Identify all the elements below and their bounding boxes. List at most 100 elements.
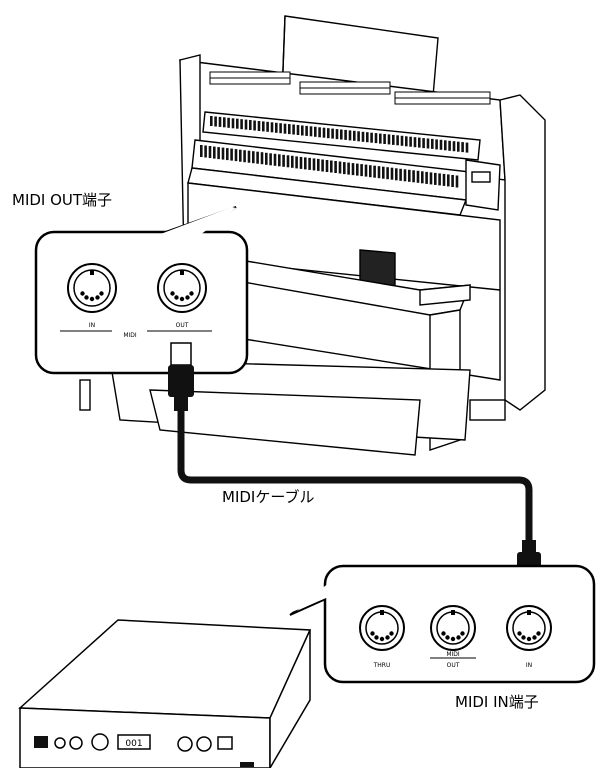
black-key <box>318 127 321 138</box>
jack-pin <box>185 295 190 300</box>
sound-module-illustration <box>18 619 312 768</box>
black-key <box>442 173 446 186</box>
black-key <box>422 138 425 149</box>
midi-out-terminal-label: MIDI OUT端子 <box>12 191 112 209</box>
black-key <box>243 150 246 163</box>
black-key <box>223 117 226 128</box>
module-port-thru-label: THRU <box>373 662 391 669</box>
black-key <box>429 172 433 185</box>
black-key <box>273 153 277 166</box>
jack-pin <box>374 635 379 640</box>
black-key <box>327 128 330 139</box>
jack-pin <box>170 291 175 296</box>
black-key <box>412 170 415 183</box>
black-key <box>217 147 220 160</box>
organ-port-in-label: IN <box>89 322 95 329</box>
jack-pin <box>89 296 95 302</box>
black-key <box>416 170 420 183</box>
module-midi-out-jack <box>430 605 476 651</box>
black-key <box>256 151 259 164</box>
black-key <box>317 158 320 171</box>
black-key <box>409 136 412 147</box>
jack-pin <box>521 635 526 640</box>
black-key <box>295 156 298 169</box>
black-key <box>347 162 350 175</box>
black-key <box>252 151 255 164</box>
midi-in-terminal-label: MIDI IN端子 <box>455 693 539 711</box>
black-key <box>314 126 317 137</box>
black-key <box>331 128 334 139</box>
black-key <box>434 172 437 185</box>
black-key <box>330 160 333 173</box>
black-key <box>321 159 324 172</box>
black-key <box>278 154 281 167</box>
jack-notch <box>527 610 531 615</box>
black-key <box>265 152 268 165</box>
black-key <box>262 121 265 132</box>
jack-notch <box>451 610 455 615</box>
black-key <box>465 142 469 153</box>
black-key <box>275 122 278 133</box>
organ-midi-in-jack <box>67 263 117 313</box>
black-key <box>291 155 294 168</box>
black-key <box>408 169 411 182</box>
jack-pin <box>385 635 390 640</box>
black-key <box>451 175 454 187</box>
black-key <box>396 135 399 146</box>
black-key <box>340 129 343 140</box>
black-key <box>383 134 386 144</box>
black-key <box>308 157 311 170</box>
black-key <box>348 130 352 141</box>
jack-pin <box>379 636 385 642</box>
black-key <box>457 141 460 152</box>
jack-pin <box>532 635 537 640</box>
black-key <box>382 166 385 179</box>
black-key <box>373 165 376 178</box>
module-port-out-label: OUT <box>447 662 460 669</box>
black-key <box>369 165 372 178</box>
module-midi-thru-jack <box>359 605 405 651</box>
black-key <box>213 146 216 159</box>
jack-pin <box>460 631 465 636</box>
black-key <box>334 161 337 173</box>
black-key <box>364 164 368 177</box>
black-key <box>230 148 233 161</box>
jack-pin <box>450 636 456 642</box>
black-key <box>426 138 430 149</box>
black-key <box>231 118 235 129</box>
black-key <box>269 153 272 166</box>
jack-pin <box>370 631 375 636</box>
black-key <box>390 167 394 180</box>
black-key <box>292 124 295 135</box>
black-key <box>270 122 274 133</box>
jack-pin <box>80 291 85 296</box>
organ-keys <box>200 116 469 188</box>
black-key <box>343 162 346 175</box>
black-key <box>366 132 369 143</box>
black-key <box>435 139 438 150</box>
jack-pin <box>189 291 194 296</box>
jack-notch <box>380 610 384 615</box>
black-key <box>226 148 229 161</box>
black-key <box>221 147 225 160</box>
black-key <box>344 129 347 140</box>
black-key <box>249 120 252 130</box>
black-key <box>325 160 329 172</box>
jack-notch <box>180 270 184 275</box>
black-key <box>208 146 212 158</box>
black-key <box>403 169 407 182</box>
black-key <box>399 168 402 181</box>
midi-cable-label: MIDIケーブル <box>222 488 314 506</box>
black-key <box>360 164 363 177</box>
black-key <box>236 118 239 129</box>
black-key <box>234 149 238 162</box>
black-key <box>312 158 316 171</box>
jack-pin <box>517 631 522 636</box>
black-key <box>379 133 382 144</box>
black-key <box>257 121 261 131</box>
jack-pin <box>95 295 100 300</box>
jack-pin <box>389 631 394 636</box>
stop-tabs <box>209 71 491 105</box>
black-key <box>438 173 441 186</box>
